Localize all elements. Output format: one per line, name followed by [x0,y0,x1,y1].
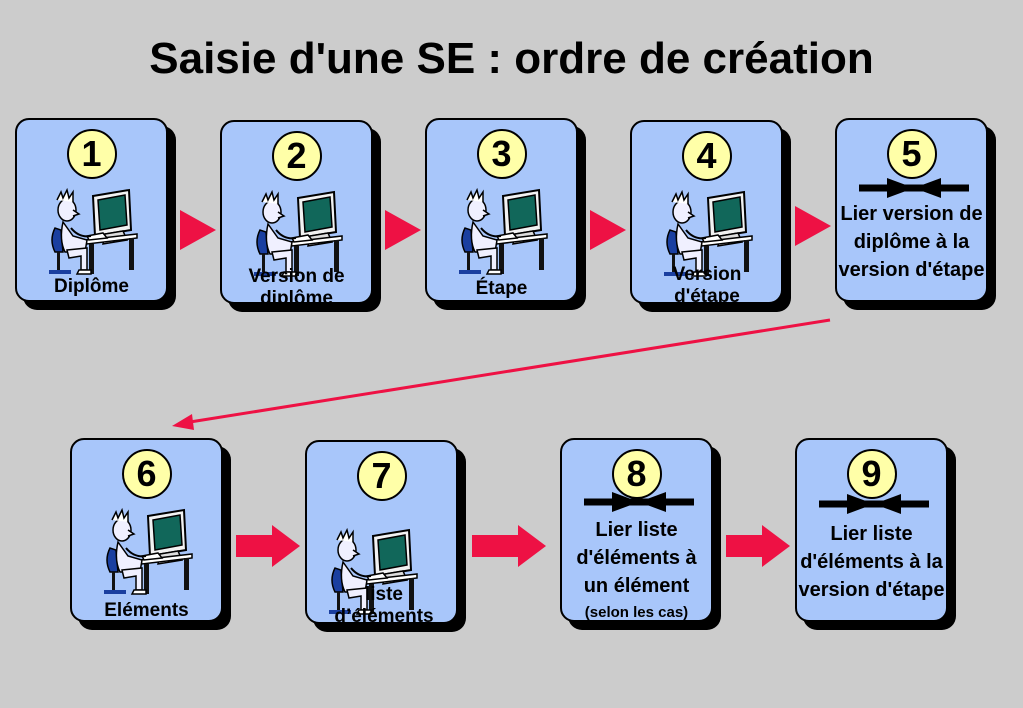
step-card-7: 7 liste d’éléments [305,440,458,627]
step-label: Version d'étape [672,264,742,307]
step-number-badge: 2 [271,131,322,181]
step-note: (selon les cas) [584,604,689,621]
step-number-badge: 8 [611,449,662,499]
step-number-badge: 3 [476,129,527,179]
page-title: Saisie d'une SE : ordre de création [149,34,874,83]
step-card-9: 9 Lier liste d'éléments à la version d'é… [795,438,948,622]
step-label: Lier liste d'éléments à un élément [576,519,697,597]
person-at-computer-icon [98,498,198,598]
step-card-5: 5 Lier version de diplôme à la version d… [835,118,988,302]
step-card-3: 3 Étape [425,118,578,302]
step-number-badge: 6 [121,449,172,499]
step-label: Lier liste d'éléments à la version d'éta… [798,523,945,601]
step-number-badge: 4 [681,131,732,181]
diagonal-connector-arrow-icon [172,318,831,430]
step-number-badge: 5 [886,129,937,179]
step-label: Diplôme [54,276,129,297]
step-label: Étape [475,278,528,299]
right-arrow-icon [180,210,216,250]
step-number-badge: 1 [66,129,117,179]
person-at-computer-icon [453,178,553,278]
right-block-arrow-icon [472,525,546,567]
step-label: liste d’éléments [334,584,434,627]
step-number-badge: 9 [846,449,897,499]
bowtie-link-icon [819,492,929,516]
step-card-4: 4 Version d'étape [630,120,783,307]
step-card-6: 6 Eléments [70,438,223,622]
bowtie-link-icon [859,176,969,200]
right-arrow-icon [385,210,421,250]
right-block-arrow-icon [236,525,300,567]
step-card-1: 1 Diplôme [15,118,168,302]
bowtie-link-icon [584,490,694,514]
step-label: Eléments [104,600,189,621]
step-label: Version de diplôme [248,266,345,309]
step-card-2: 2 Version de diplôme [220,120,373,309]
right-block-arrow-icon [726,525,790,567]
person-at-computer-icon [248,180,348,280]
step-number-badge: 7 [356,451,407,501]
right-arrow-icon [590,210,626,250]
step-label: Lier version de diplôme à la version d'é… [838,203,985,281]
person-at-computer-icon [43,178,143,278]
step-card-8: 8 Lier liste d'éléments à un élément (se… [560,438,713,622]
right-arrow-icon [795,206,831,246]
